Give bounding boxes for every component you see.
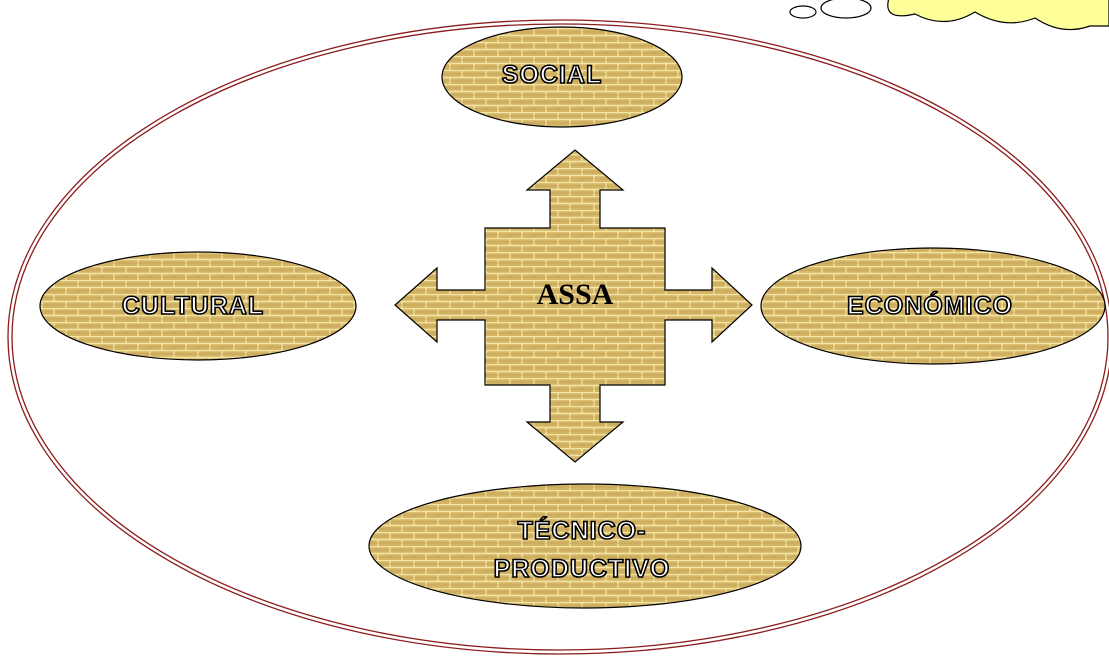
outer-boundary bbox=[7, 19, 1109, 655]
thought-bubble-small bbox=[789, 5, 817, 19]
node-cultural-shape bbox=[39, 251, 357, 361]
node-social-label: SOCIAL bbox=[502, 61, 602, 89]
central-four-way-arrow bbox=[394, 149, 753, 463]
thought-cloud-body bbox=[887, 0, 1109, 31]
node-tecnico-label-line1: TÉCNICO- bbox=[518, 516, 647, 545]
thought-bubble-medium bbox=[820, 0, 872, 19]
node-social: SOCIAL bbox=[441, 26, 683, 128]
node-tecnico-productivo: TÉCNICO- PRODUCTIVO bbox=[368, 483, 802, 609]
node-economico-label: ECONÓMICO bbox=[847, 290, 1013, 320]
node-cultural-label: CULTURAL bbox=[122, 292, 264, 320]
thought-cloud bbox=[789, 0, 1109, 31]
node-tecnico-label-line2: PRODUCTIVO bbox=[494, 555, 671, 583]
node-economico: ECONÓMICO bbox=[760, 247, 1106, 365]
center-label: ASSA bbox=[537, 278, 614, 311]
node-social-shape bbox=[441, 26, 683, 128]
node-economico-shape bbox=[760, 247, 1106, 365]
node-cultural: CULTURAL bbox=[39, 251, 357, 361]
node-tecnico-shape bbox=[368, 483, 802, 609]
